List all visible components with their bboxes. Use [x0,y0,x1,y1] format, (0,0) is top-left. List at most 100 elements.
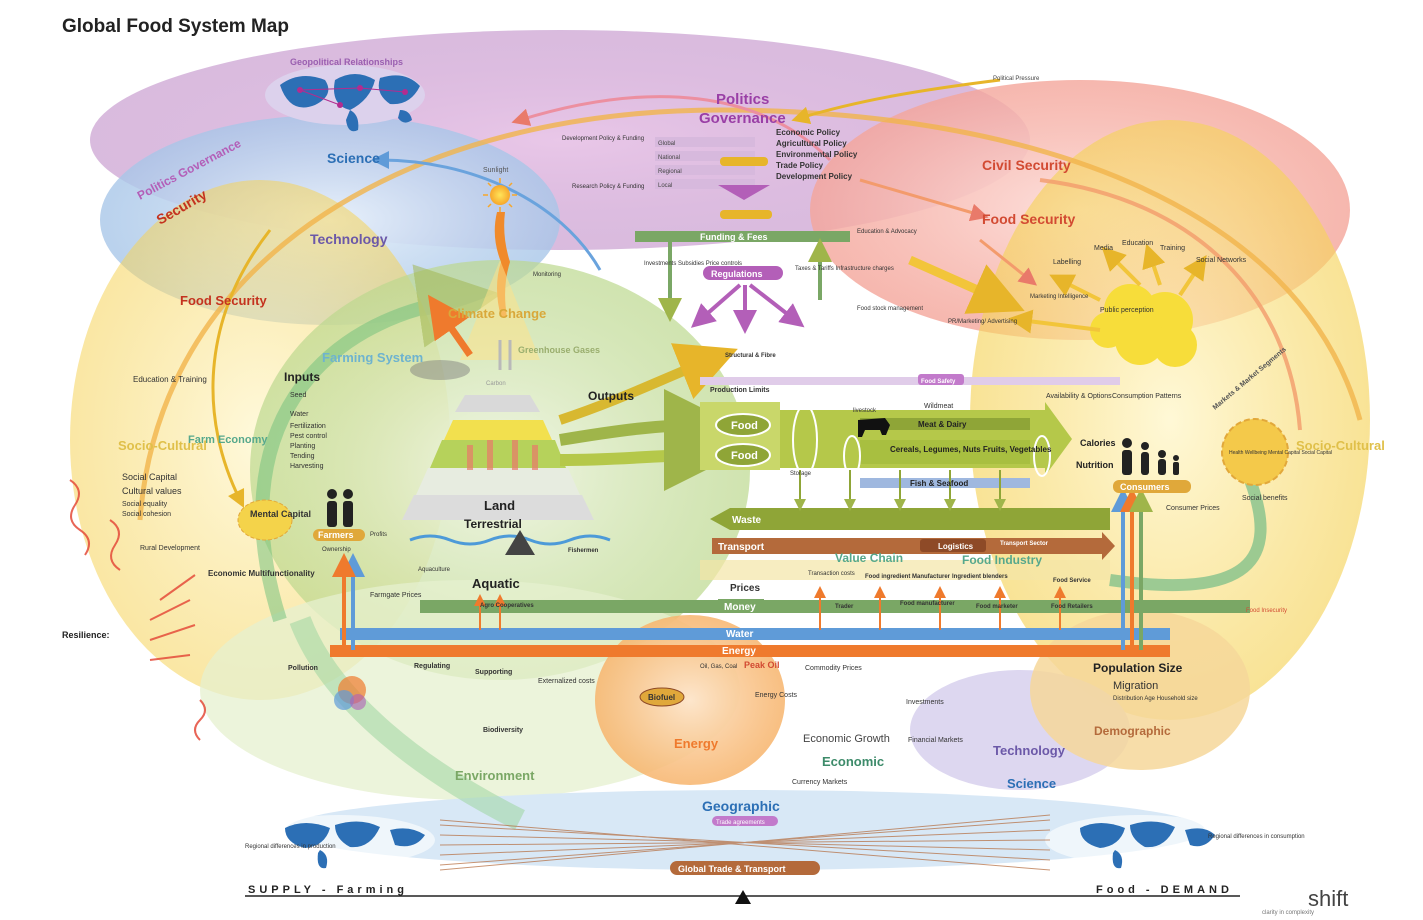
input-4: Planting [290,443,315,450]
politics-label: Politics [716,91,769,108]
availability-label: Availability & Options [1046,393,1112,400]
storage-ring-2 [843,435,861,477]
environment-label: Environment [455,768,535,783]
energy-band [330,645,1170,657]
funding-fees-label-bg [688,231,798,242]
transport-arrowhead [1102,532,1115,560]
agro-cooperatives-label: Agro Cooperatives [480,603,534,609]
biofuel-label: Biofuel [648,693,675,702]
calories-label: Calories [1080,438,1116,448]
profits-label: Profits [370,532,387,538]
farm-economy-label: Farm Economy [188,434,268,446]
food-chain-arrowhead [1045,402,1072,476]
trade-agreements-badge [712,816,778,826]
farmgate-prices-label: Farmgate Prices [370,592,422,599]
supporting-label: Supporting [475,669,512,676]
education-right-label: Education [1122,240,1153,247]
commodity-prices-label: Commodity Prices [805,665,862,672]
energy-bar-label: Energy [722,646,756,657]
storage-label: Storage [790,471,812,477]
food-manufacturer-label: Food manufacturer [900,601,955,607]
sunlight-label: Sunlight [483,167,508,174]
logistics-label: Logistics [938,542,974,551]
global-trade-band [670,861,820,875]
currency-markets-label: Currency Markets [792,779,848,786]
regional-supply-label: Regional differences in production [245,844,336,850]
food-chain-down-arrows [794,470,1006,511]
input-1: Water [290,411,309,418]
fish-seafood-label: Fish & Seafood [910,479,968,488]
waste-label: Waste [732,515,762,526]
marketing-intel-label: Marketing Intelligence [1030,294,1089,300]
development-policy-label: Development Policy & Funding [562,136,644,142]
production-limits-band [700,377,1120,385]
health-badge [1221,418,1289,486]
social-benefits-label: Social benefits [1242,495,1288,502]
policy-list-0: Economic Policy [776,128,841,137]
regulations-label: Regulations [711,269,763,279]
input-0: Seed [290,392,306,399]
farming-system-label: Farming System [322,350,423,365]
inputs-label: Inputs [284,370,320,384]
oil-gas-label: Oil, Gas, Coal [700,664,737,670]
right-big-arrow-arc [1039,178,1302,431]
social-networks-label: Social Networks [1196,257,1247,264]
climate-arrow-down [498,340,512,370]
water-label: Water [726,629,754,640]
meat-dairy-label: Meat & Dairy [918,420,967,429]
gov-level-3: Local [658,183,672,189]
policy-list-2: Environmental Policy [776,150,858,159]
governance-levels [655,137,772,219]
migration-sub-label: Distribution Age Household size [1113,696,1198,702]
education-label: Education & Training [133,375,207,384]
taxes-label: Taxes & Tariffs Infrastructure charges [795,266,894,272]
cereals-label: Cereals, Legumes, Nuts Fruits, Vegetable… [890,445,1052,454]
gov-level-2: Regional [658,169,682,175]
food-oval-bottom [715,443,771,467]
public-perception-label: Public perception [1100,307,1154,314]
ingredient-manufacturer-label: Food ingredient Manufacturer [865,574,951,580]
political-pressure-label: Political Pressure [993,76,1040,82]
trade-agreements-label: Trade agreements [716,820,765,826]
money-label: Money [724,602,756,613]
science-blue-arc [371,151,602,271]
political-pressure-arc [791,78,1001,125]
food-marketer-label: Food marketer [976,604,1018,610]
water-band [340,628,1170,640]
consumer-vertical-arrows [332,488,1153,650]
outputs-arrow-1 [558,343,738,425]
policy-list-1: Agricultural Policy [776,139,847,148]
livestock-label: livestock [853,408,877,414]
transport-sector-label: Transport Sector [1000,541,1049,547]
supply-label: SUPPLY - Farming [248,884,408,896]
technology-label: Technology [310,231,388,247]
geopolitical-map [265,65,425,132]
balance-triangle [735,890,751,904]
biodiversity-label: Biodiversity [483,727,523,734]
funding-fees-label: Funding & Fees [700,232,768,242]
investments-label: Investments [906,699,944,706]
global-trade-label: Global Trade & Transport [678,864,786,874]
peak-oil-label: Peak Oil [744,660,780,670]
yellow-big-arrow [908,255,1025,314]
consumers-people-icon [1122,438,1179,475]
science-label: Science [327,150,380,166]
outputs-arrow-3 [559,419,736,492]
climate-change-label: Climate Change [448,306,546,321]
supply-globe [245,815,435,869]
public-perception-cloud [1008,243,1207,367]
health-label: Health Wellbeing Mental Capital Social C… [1229,450,1332,456]
science-bottom-label: Science [1007,776,1056,791]
technology-bottom-label: Technology [993,743,1066,758]
media-label: Media [1094,245,1113,252]
carbon-label: Carbon [486,381,506,387]
food-safety-badge [918,374,964,385]
waste-band [710,508,1110,530]
land-label: Land [484,498,515,513]
logistics-badge [920,539,986,552]
outputs-label: Outputs [588,389,634,403]
aquaculture-label: Aquaculture [418,567,451,573]
research-policy-label: Research Policy & Funding [572,184,644,190]
ingredient-blenders-label: Ingredient blenders [952,574,1008,580]
